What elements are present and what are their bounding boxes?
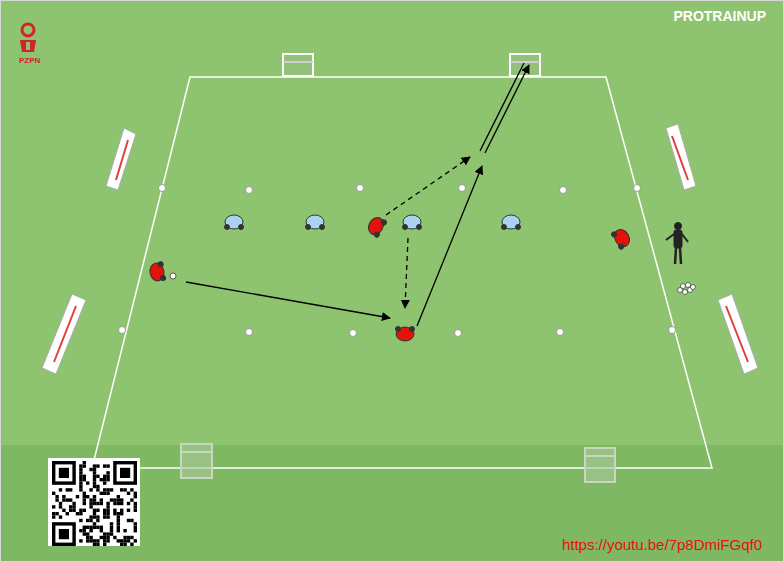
- brand-watermark: PROTRAINUP: [673, 8, 766, 24]
- video-link: https://youtu.be/7p8DmiFGqf0: [562, 536, 762, 553]
- logo-text: PZPN: [19, 56, 40, 65]
